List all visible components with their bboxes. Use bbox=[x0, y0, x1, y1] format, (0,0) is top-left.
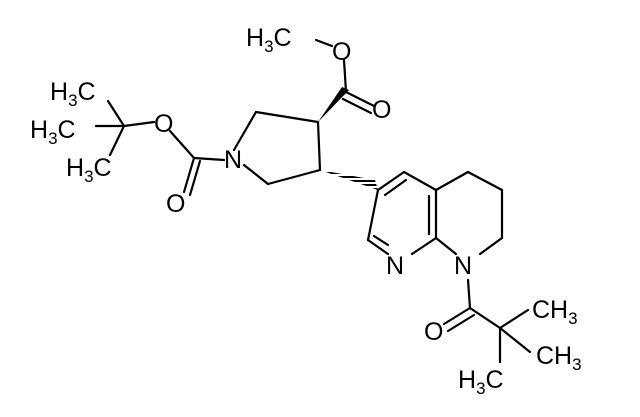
bond-cc-ca bbox=[366, 188, 380, 242]
bond-c7-namide bbox=[478, 236, 504, 256]
bond-npy-cc-inner bbox=[372, 234, 390, 247]
pivaloyl-methyl-2-label: CH3 bbox=[536, 342, 582, 374]
pivaloyl-methyl-1-label: CH3 bbox=[532, 296, 578, 328]
bond-c8a-namide bbox=[434, 236, 458, 256]
bond-c5-c4 bbox=[266, 168, 322, 186]
boc-methyl-2-label: H3C bbox=[30, 116, 76, 148]
bond-cester-o-double-b bbox=[341, 97, 373, 115]
bond-c8a-npy bbox=[410, 236, 438, 256]
hash-bond-c4-pyridine bbox=[320, 170, 378, 190]
atom-o-boc-ether: O bbox=[154, 110, 173, 138]
bond-ch3-o bbox=[314, 38, 334, 48]
bond-npy-cc bbox=[366, 238, 390, 256]
atom-labels: O O O O N N N O H3C H3C H3C H3C CH3 CH3 … bbox=[30, 24, 582, 398]
atom-o-carbonyl-ester: O bbox=[372, 96, 391, 124]
bond-c2-n1 bbox=[232, 110, 258, 152]
atom-n-pyridine: N bbox=[386, 252, 404, 280]
bond-cb-c4a bbox=[402, 170, 438, 192]
bond-n1-c5 bbox=[242, 163, 270, 186]
bond-c4a-c5 bbox=[434, 170, 470, 192]
bond-cquat-me3 bbox=[108, 124, 126, 157]
bond-cpiv-cquat bbox=[468, 306, 502, 330]
bond-ccarb-o-double-b bbox=[188, 159, 202, 197]
bonds bbox=[94, 38, 532, 364]
wedge-bond-c3-ester bbox=[318, 87, 349, 122]
boc-methyl-3-label: H3C bbox=[66, 154, 112, 186]
bond-cquat-pivme2 bbox=[498, 326, 532, 354]
bond-n1-ccarb bbox=[192, 156, 226, 162]
atom-n-pyrrolidine: N bbox=[224, 146, 242, 174]
bond-cquat-pivme1 bbox=[498, 308, 530, 330]
bond-oether-cquat bbox=[122, 120, 156, 128]
bond-c5-c6 bbox=[466, 170, 504, 192]
bond-ccarb-o-double-a bbox=[182, 156, 196, 194]
bond-cester-o-double-a bbox=[344, 90, 376, 108]
atom-o-amide: O bbox=[424, 318, 443, 346]
bond-c3-c4 bbox=[316, 120, 322, 172]
pivaloyl-methyl-3-label: H3C bbox=[458, 366, 504, 398]
bond-cpiv-o-double-b bbox=[446, 313, 476, 333]
bond-ca-cb bbox=[376, 170, 406, 192]
bond-namide-cpiv bbox=[466, 278, 472, 310]
bond-cquat-me1 bbox=[106, 99, 126, 128]
bond-o-cester bbox=[342, 58, 348, 94]
methyl-ester-label: H3C bbox=[246, 24, 292, 56]
bond-c3-c2 bbox=[254, 110, 320, 124]
boc-methyl-1-label: H3C bbox=[50, 78, 96, 110]
bond-ccarb-oether bbox=[168, 129, 196, 160]
atom-n-amide: N bbox=[454, 252, 472, 280]
bond-ca-cb-inner bbox=[383, 178, 408, 197]
atom-o-boc-carbonyl: O bbox=[166, 190, 185, 218]
bond-cpiv-o-double-a bbox=[442, 306, 472, 326]
atom-o-methoxy: O bbox=[332, 38, 351, 66]
